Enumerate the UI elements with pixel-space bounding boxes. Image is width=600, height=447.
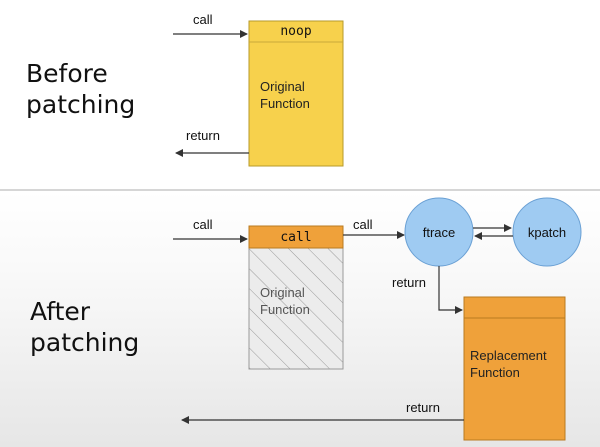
before-return-label: return	[186, 128, 220, 143]
after-final-return-label: return	[406, 400, 440, 415]
replacement-function-box	[463, 296, 566, 441]
after-call-head-box	[248, 225, 344, 249]
after-ftrace-return-label: return	[392, 275, 426, 290]
before-noop-label: noop	[280, 24, 312, 39]
after-call-label: call	[193, 217, 213, 232]
panel-divider	[0, 189, 600, 191]
before-original-function-box	[248, 20, 344, 167]
kpatch-label: kpatch	[527, 224, 567, 240]
before-original-function-label: Original Function	[260, 79, 310, 111]
ftrace-return-arrow	[438, 266, 463, 314]
after-original-function-label: Original Function	[260, 285, 310, 317]
before-title: Before patching	[26, 59, 136, 119]
ftrace-label: ftrace	[422, 224, 456, 240]
kpatch-node	[512, 197, 582, 267]
before-call-label: call	[193, 12, 213, 27]
after-title: After patching	[30, 297, 140, 357]
after-call-head-label: call	[280, 229, 312, 245]
replacement-function-label: Replacement Function	[470, 348, 547, 380]
after-ftrace-call-label: call	[353, 217, 373, 232]
